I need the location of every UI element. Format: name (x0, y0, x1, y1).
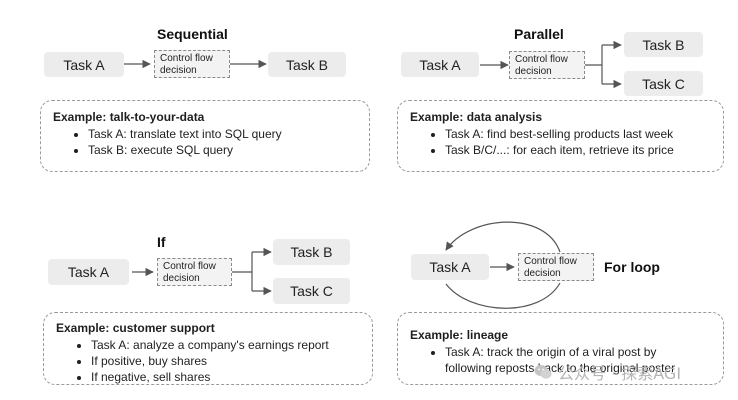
loop-example-box: Example: lineage Task A: track the origi… (397, 312, 724, 385)
seq-control-flow-decision: Control flow decision (154, 50, 230, 78)
seq-example-box: Example: talk-to-your-data Task A: trans… (40, 100, 370, 172)
loop-control-flow-decision: Control flow decision (518, 253, 594, 281)
par-example-title: Example: data analysis (410, 110, 543, 124)
if-task-c: Task C (273, 278, 350, 304)
par-example-list: Task A: find best-selling products last … (410, 126, 711, 158)
loop-example-list: Task A: track the origin of a viral post… (410, 344, 711, 376)
if-control-flow-decision: Control flow decision (157, 258, 232, 286)
list-item: Task A: track the origin of a viral post… (445, 344, 711, 376)
list-item: Task A: find best-selling products last … (445, 126, 711, 142)
loop-task-a: Task A (411, 254, 489, 280)
list-item: Task B: execute SQL query (88, 142, 357, 158)
par-example-box: Example: data analysis Task A: find best… (397, 100, 724, 172)
if-example-box: Example: customer support Task A: analyz… (43, 312, 373, 385)
seq-example-title: Example: talk-to-your-data (53, 110, 205, 124)
if-task-a: Task A (48, 259, 129, 285)
wechat-icon (534, 365, 552, 379)
cf-line2: decision (524, 268, 561, 279)
if-example-list: Task A: analyze a company's earnings rep… (56, 337, 360, 385)
cf-line1: Control flow (524, 256, 577, 267)
list-item: If positive, buy shares (91, 353, 360, 369)
watermark-text: 公众号 · 探索AGI (558, 364, 682, 383)
if-title: If (157, 234, 166, 250)
par-task-b: Task B (624, 32, 703, 57)
list-item: Task A: analyze a company's earnings rep… (91, 337, 360, 353)
seq-task-a: Task A (44, 52, 124, 77)
loop-arc-bottom (445, 282, 561, 309)
loop-bullet-text: Task A: track the origin of a viral post… (445, 345, 657, 359)
loop-example-title: Example: lineage (410, 328, 509, 342)
cf-line1: Control flow (163, 261, 216, 272)
cf-line2: decision (163, 273, 200, 284)
if-task-b: Task B (273, 239, 350, 265)
loop-bullet-cont: following reposts back to the original p… (445, 361, 676, 375)
cf-line2: decision (515, 66, 552, 77)
seq-task-b: Task B (268, 52, 346, 77)
for-loop-title: For loop (604, 259, 660, 275)
par-task-a: Task A (401, 52, 479, 77)
cf-line1: Control flow (515, 54, 568, 65)
cf-line2: decision (160, 65, 197, 76)
watermark: 公众号 · 探索AGI (534, 360, 681, 384)
list-item: Task A: translate text into SQL query (88, 126, 357, 142)
seq-example-list: Task A: translate text into SQL query Ta… (53, 126, 357, 158)
par-control-flow-decision: Control flow decision (509, 51, 585, 79)
par-task-c: Task C (624, 71, 703, 96)
sequential-title: Sequential (157, 26, 228, 42)
list-item: Task B/C/...: for each item, retrieve it… (445, 142, 711, 158)
parallel-title: Parallel (514, 26, 564, 42)
if-example-title: Example: customer support (56, 321, 215, 335)
list-item: If negative, sell shares (91, 369, 360, 385)
cf-line1: Control flow (160, 53, 213, 64)
loop-arc-top (445, 221, 561, 253)
